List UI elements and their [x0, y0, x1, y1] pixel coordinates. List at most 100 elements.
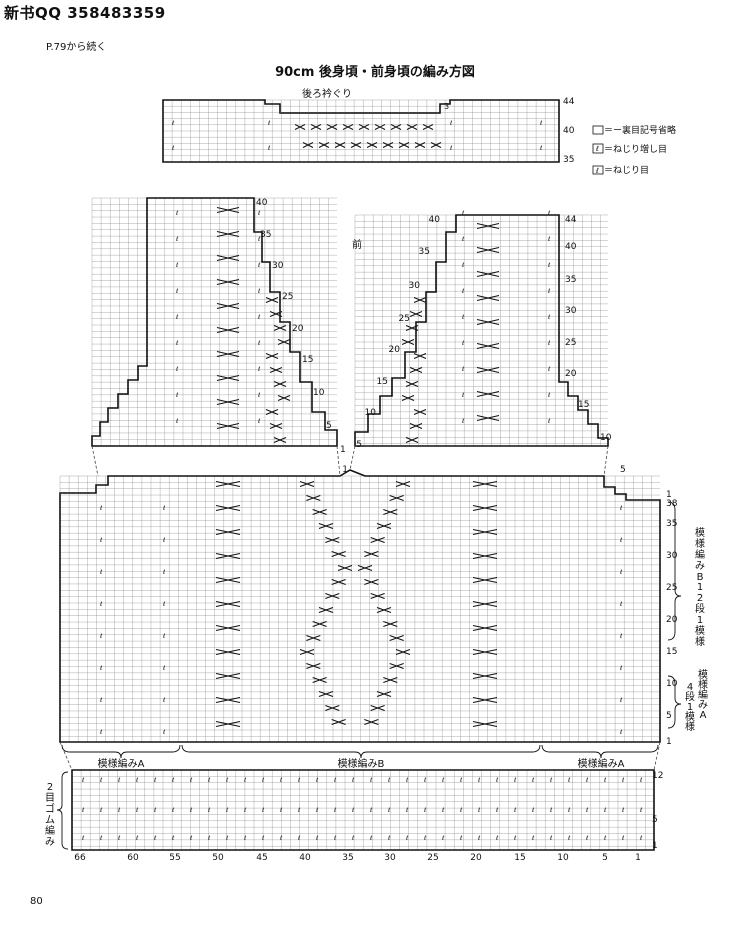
- cable-cross-mark: [318, 691, 334, 697]
- twisted-stitch-mark: ℓ: [513, 807, 516, 814]
- cable-cross-mark: [413, 297, 427, 303]
- twisted-stitch-mark: ℓ: [315, 807, 318, 814]
- cable-cross-mark: [312, 677, 327, 683]
- twisted-stitch-mark: ℓ: [162, 537, 165, 544]
- cable-cross-mark: [476, 223, 500, 229]
- twisted-stitch-mark: ℓ: [257, 392, 260, 399]
- cable-cross-mark: [390, 124, 402, 130]
- cable-cross-mark: [472, 577, 498, 583]
- twisted-stitch-mark: ℓ: [461, 366, 464, 373]
- twisted-stitch-mark: ℓ: [175, 288, 178, 295]
- right-shoulder-grid: [354, 214, 608, 446]
- cable-cross-mark: [215, 481, 241, 487]
- twisted-stitch-mark: ℓ: [351, 835, 354, 842]
- twisted-stitch-mark: ℓ: [547, 262, 550, 269]
- cable-cross-mark: [215, 625, 241, 631]
- twisted-stitch-mark: ℓ: [531, 807, 534, 814]
- twisted-stitch-mark: ℓ: [477, 777, 480, 784]
- column-number: 60: [127, 853, 139, 863]
- cable-cross-mark: [215, 553, 241, 559]
- twisted-stitch-mark: ℓ: [279, 807, 282, 814]
- twisted-stitch-mark: ℓ: [207, 835, 210, 842]
- twisted-stitch-mark: ℓ: [513, 835, 516, 842]
- twisted-stitch-mark: ℓ: [99, 697, 102, 704]
- twisted-stitch-mark: ℓ: [619, 601, 622, 608]
- cable-cross-mark: [306, 635, 321, 641]
- twisted-stitch-mark: ℓ: [547, 418, 550, 425]
- twisted-stitch-mark: ℓ: [297, 835, 300, 842]
- cable-cross-mark: [476, 295, 500, 301]
- twisted-stitch-mark: ℓ: [99, 537, 102, 544]
- svg-text:目: 目: [45, 793, 55, 804]
- twisted-stitch-mark: ℓ: [461, 288, 464, 295]
- twisted-stitch-mark: ℓ: [531, 777, 534, 784]
- cable-cross-mark: [389, 495, 404, 501]
- twisted-stitch-mark: ℓ: [171, 777, 174, 784]
- cable-cross-mark: [364, 579, 379, 585]
- row-number: 1: [652, 841, 658, 851]
- cable-cross-mark: [216, 351, 240, 357]
- ribbing-outline: [71, 769, 655, 851]
- twisted-stitch-mark: ℓ: [257, 236, 260, 243]
- twisted-stitch-mark: ℓ: [257, 314, 260, 321]
- row-number: 30: [565, 306, 577, 316]
- row-number: 1: [340, 445, 346, 455]
- twisted-stitch-mark: ℓ: [547, 392, 550, 399]
- svg-text:編: 編: [698, 688, 708, 701]
- svg-text:1: 1: [697, 582, 703, 593]
- row-number: 40: [256, 198, 268, 208]
- twisted-stitch-mark: ℓ: [333, 835, 336, 842]
- twisted-stitch-mark: ℓ: [387, 835, 390, 842]
- twisted-stitch-mark: ℓ: [387, 807, 390, 814]
- cable-cross-mark: [383, 677, 398, 683]
- back-neck-offset: 3: [444, 102, 449, 111]
- cable-cross-mark: [476, 391, 500, 397]
- twisted-stitch-mark: ℓ: [461, 392, 464, 399]
- row-number: 40: [565, 242, 577, 252]
- twisted-stitch-mark: ℓ: [351, 777, 354, 784]
- twisted-stitch-mark: ℓ: [99, 601, 102, 608]
- watermark-text: 新书QQ 358483359: [4, 4, 166, 22]
- svg-text:様: 様: [695, 537, 705, 550]
- twisted-stitch-mark: ℓ: [461, 418, 464, 425]
- column-number: 50: [212, 853, 224, 863]
- twisted-stitch-mark: ℓ: [189, 807, 192, 814]
- row-number: 12: [652, 771, 663, 781]
- legend-purl-box-icon: [592, 125, 604, 135]
- row-number: 25: [666, 583, 677, 593]
- svg-text:2: 2: [47, 782, 53, 793]
- twisted-stitch-mark: ℓ: [297, 777, 300, 784]
- twisted-stitch-mark: ℓ: [603, 835, 606, 842]
- cable-cross-mark: [366, 142, 378, 148]
- column-number: 40: [299, 853, 311, 863]
- page-number: 80: [30, 896, 43, 907]
- twisted-stitch-mark: ℓ: [175, 314, 178, 321]
- svg-text:模: 模: [695, 527, 705, 539]
- cable-cross-mark: [376, 691, 392, 697]
- cable-cross-mark: [215, 649, 241, 655]
- column-number: 10: [557, 853, 569, 863]
- twisted-stitch-mark: ℓ: [621, 777, 624, 784]
- cable-cross-mark: [342, 124, 354, 130]
- twisted-stitch-mark: ℓ: [171, 145, 174, 152]
- row-number: 15: [377, 377, 388, 387]
- twisted-stitch-mark: ℓ: [207, 807, 210, 814]
- twisted-stitch-mark: ℓ: [153, 835, 156, 842]
- cable-cross-mark: [382, 142, 394, 148]
- twisted-stitch-mark: ℓ: [513, 777, 516, 784]
- twisted-stitch-mark: ℓ: [261, 777, 264, 784]
- svg-text:模: 模: [685, 711, 695, 723]
- row-number: 10: [365, 408, 377, 418]
- cable-cross-mark: [370, 537, 385, 543]
- cable-cross-mark: [472, 529, 498, 535]
- row-number: 25: [565, 338, 576, 348]
- cable-cross-mark: [277, 395, 291, 401]
- cable-cross-mark: [312, 509, 327, 515]
- twisted-stitch-mark: ℓ: [243, 777, 246, 784]
- legend-purl-text: ＝ー裏目記号省略: [604, 124, 676, 136]
- cable-cross-mark: [312, 621, 327, 627]
- twisted-stitch-mark: ℓ: [449, 145, 452, 152]
- column-number: 15: [514, 853, 525, 863]
- cable-cross-mark: [472, 673, 498, 679]
